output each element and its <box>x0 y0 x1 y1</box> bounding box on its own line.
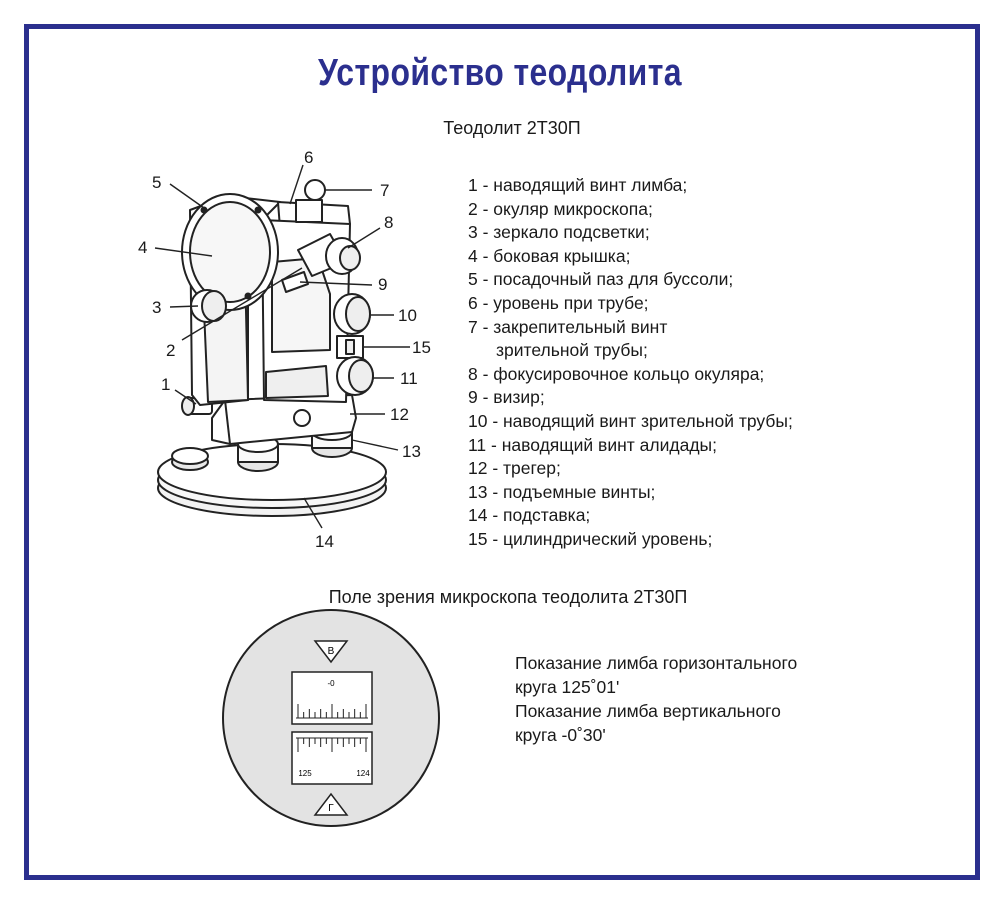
legend-item: 15 - цилиндрический уровень; <box>468 528 713 549</box>
lower-scale-left: 125 <box>298 769 312 778</box>
callout-4: 4 <box>138 238 147 257</box>
legend-item-continued: зрительной трубы; <box>496 340 648 361</box>
callout-11: 11 <box>400 369 418 388</box>
vertical-reading-line2: круга -0˚30' <box>515 725 606 745</box>
vertical-reading-line1: Показание лимба вертикального <box>515 701 781 721</box>
marker-g: Г <box>328 803 334 814</box>
parts-legend: 1 - наводящий винт лимба; 2 - окуляр мик… <box>468 174 793 552</box>
legend-item: 6 - уровень при трубе; <box>468 292 649 313</box>
callout-7: 7 <box>380 181 389 200</box>
callout-13: 13 <box>402 442 421 461</box>
legend-item: 9 - визир; <box>468 387 545 408</box>
legend-item: 2 - окуляр микроскопа; <box>468 198 653 219</box>
legend-item: 7 - закрепительный винт <box>468 316 668 337</box>
callout-12: 12 <box>390 405 409 424</box>
legend-item: 14 - подставка; <box>468 505 591 526</box>
legend-item: 1 - наводящий винт лимба; <box>468 175 688 195</box>
callout-9: 9 <box>378 275 387 294</box>
legend-item: 5 - посадочный паз для буссоли; <box>468 269 734 290</box>
upper-scale-zero: -0 <box>327 679 335 688</box>
legend-item: 10 - наводящий винт зрительной трубы; <box>468 410 793 431</box>
poster-frame <box>24 24 980 880</box>
callout-10: 10 <box>398 306 417 325</box>
marker-v: В <box>328 646 335 657</box>
page-title: Устройство теодолита <box>318 52 682 94</box>
microscope-field: В Г -0 125 124 <box>222 609 440 827</box>
callout-14: 14 <box>315 532 334 551</box>
callout-15: 15 <box>412 338 431 357</box>
instrument-model: Теодолит 2Т30П <box>443 118 581 138</box>
lower-scale-right: 124 <box>356 769 370 778</box>
callout-8: 8 <box>384 213 393 232</box>
callout-3: 3 <box>152 298 161 317</box>
legend-item: 8 - фокусировочное кольцо окуляра; <box>468 363 765 384</box>
legend-item: 13 - подъемные винты; <box>468 481 656 502</box>
callout-2: 2 <box>166 341 175 360</box>
horizontal-reading-line1: Показание лимба горизонтального <box>515 653 798 673</box>
callout-6: 6 <box>304 148 313 167</box>
legend-item: 4 - боковая крышка; <box>468 245 631 266</box>
legend-item: 3 - зеркало подсветки; <box>468 222 650 243</box>
callout-5: 5 <box>152 173 161 192</box>
callout-1: 1 <box>161 375 170 394</box>
microscope-field-title: Поле зрения микроскопа теодолита 2Т30П <box>328 587 688 607</box>
horizontal-reading-line2: круга 125˚01' <box>515 677 620 697</box>
legend-item: 11 - наводящий винт алидады; <box>468 434 717 455</box>
legend-item: 12 - трегер; <box>468 458 561 479</box>
